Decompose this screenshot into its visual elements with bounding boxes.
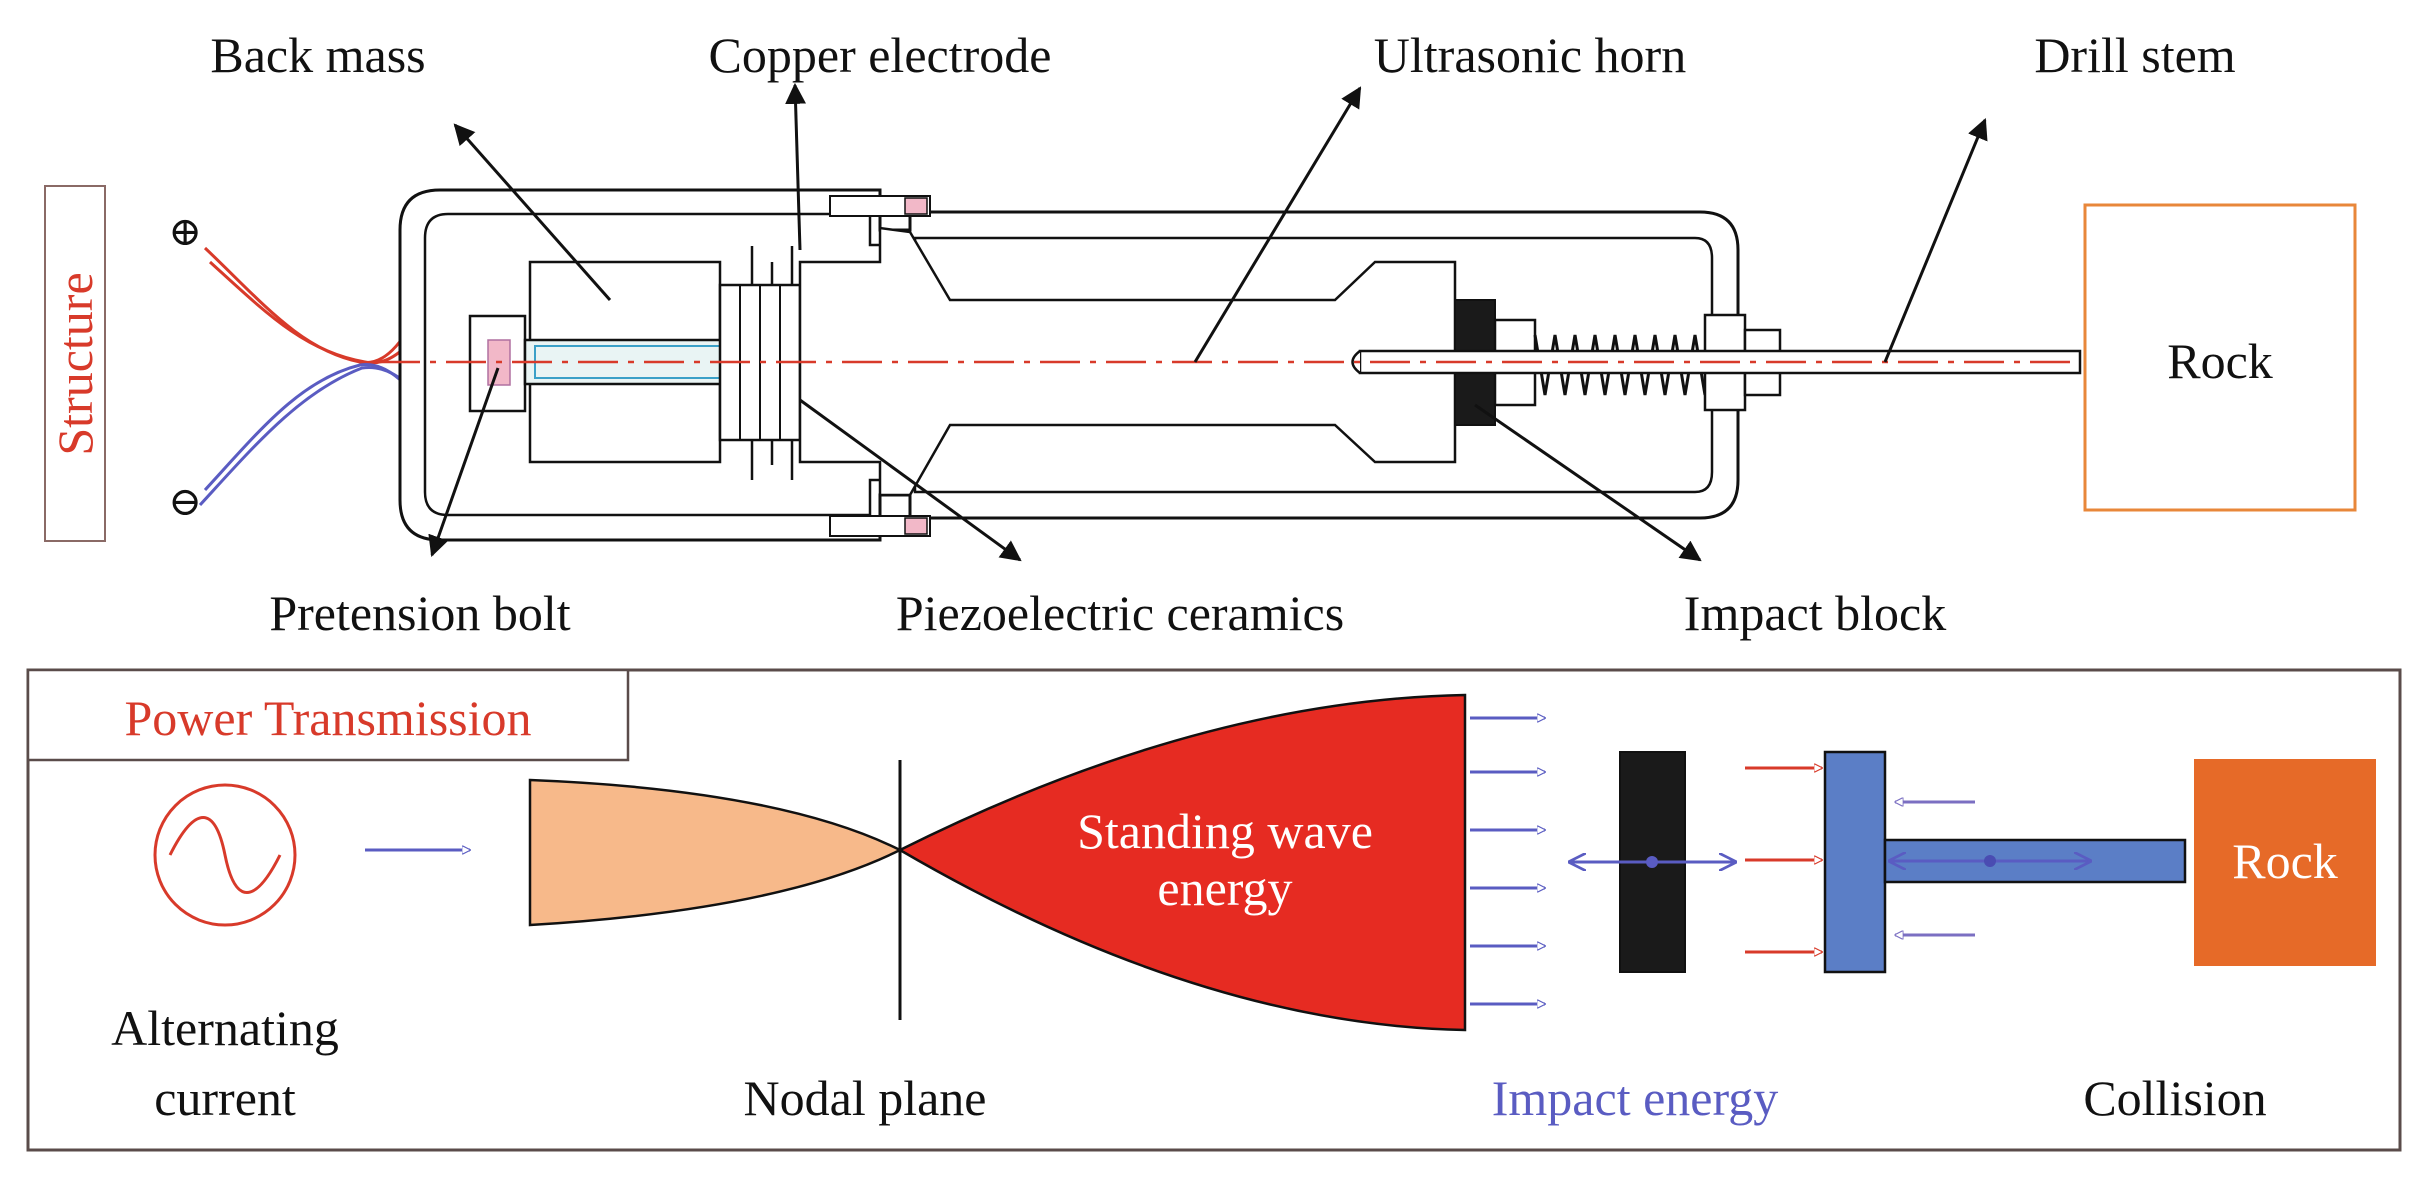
drill-stem-t-head <box>1823 750 1887 974</box>
standing-wave-energy-shape <box>897 693 1467 1032</box>
standing-wave-label-line2: energy <box>1157 860 1292 916</box>
flange-screw-bottom <box>829 515 931 537</box>
drill-stem-leader <box>1883 118 1988 363</box>
structure-section-label: Structure <box>47 272 103 455</box>
power-transmission-section: Power Transmission <box>26 668 2402 1152</box>
ultrasonic-horn-label: Ultrasonic horn <box>1374 27 1686 83</box>
structure-label-box <box>44 185 106 542</box>
structure-section: Structure ⊕ ⊖ <box>44 27 2357 641</box>
collision-label: Collision <box>2083 1070 2266 1126</box>
flange-screw-top <box>829 195 931 217</box>
piezoelectric-ceramics-leader <box>799 398 1022 562</box>
rock-block-transmission <box>2194 759 2376 966</box>
impact-arrows <box>1745 768 1822 952</box>
standing-wave-label-line1: Standing wave <box>1077 803 1373 859</box>
rock-label-transmission: Rock <box>2232 833 2338 889</box>
piezoelectric-ceramics-label: Piezoelectric ceramics <box>896 585 1344 641</box>
rock-label-structure: Rock <box>2167 333 2273 389</box>
copper-electrode-label: Copper electrode <box>709 27 1052 83</box>
impact-block-leader <box>1474 403 1702 562</box>
alternating-current-label-line1: Alternating <box>111 1000 339 1056</box>
alternating-current-label-line2: current <box>154 1070 296 1126</box>
copper-electrode-leader <box>785 82 807 251</box>
power-transmission-section-label: Power Transmission <box>124 690 531 746</box>
rock-box-structure <box>2083 203 2357 512</box>
drill-stem-label: Drill stem <box>2034 27 2235 83</box>
ultrasonic-horn-leader <box>1193 86 1362 363</box>
back-mass-leader <box>453 123 612 301</box>
impact-energy-label: Impact energy <box>1492 1070 1778 1126</box>
negative-terminal-icon: ⊖ <box>168 479 202 524</box>
impact-block-label: Impact block <box>1684 585 1946 641</box>
nodal-plane-label: Nodal plane <box>744 1070 987 1126</box>
pretension-bolt-leader <box>428 367 500 557</box>
pretension-bolt-label: Pretension bolt <box>269 585 570 641</box>
positive-terminal-icon: ⊕ <box>168 209 202 254</box>
standing-wave-output-arrows <box>1470 718 1545 1004</box>
rebound-arrows <box>1895 802 1975 935</box>
power-transmission-label-box <box>26 668 630 762</box>
back-mass-label: Back mass <box>210 27 425 83</box>
housing-inner-wall <box>423 212 1714 517</box>
